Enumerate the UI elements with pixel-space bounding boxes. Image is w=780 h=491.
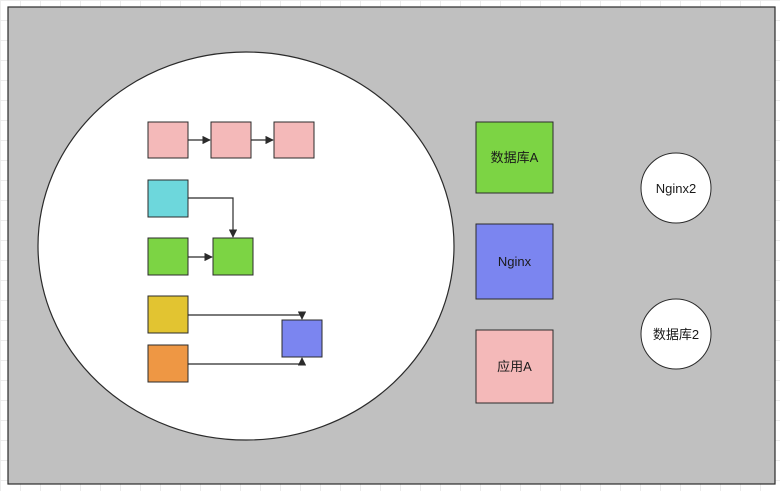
- pink-box-1[interactable]: [147, 121, 189, 159]
- arrow-yellow-to-blue: [188, 311, 307, 320]
- green-box-target[interactable]: [212, 237, 254, 276]
- nginx-box[interactable]: [475, 223, 554, 300]
- nginx2-label: Nginx2: [656, 181, 696, 196]
- yellow-box[interactable]: [147, 295, 189, 334]
- cyan-box[interactable]: [147, 179, 189, 218]
- arrow-cyan-to-green: [188, 197, 238, 238]
- app-a-label: 应用A: [497, 359, 532, 374]
- db-2-label: 数据库2: [653, 327, 699, 342]
- nginx2-circle[interactable]: [640, 152, 712, 224]
- nginx-label: Nginx: [498, 254, 532, 269]
- pink-box-3[interactable]: [273, 121, 315, 159]
- blue-box[interactable]: [281, 319, 323, 358]
- orange-box[interactable]: [147, 344, 189, 383]
- app-a-box[interactable]: [475, 329, 554, 404]
- pink-box-2[interactable]: [210, 121, 252, 159]
- green-box-small[interactable]: [147, 237, 189, 276]
- db-a-box[interactable]: [475, 121, 554, 194]
- db-2-circle[interactable]: [640, 298, 712, 370]
- arrow-orange-to-blue: [188, 357, 307, 366]
- db-a-label: 数据库A: [491, 150, 539, 165]
